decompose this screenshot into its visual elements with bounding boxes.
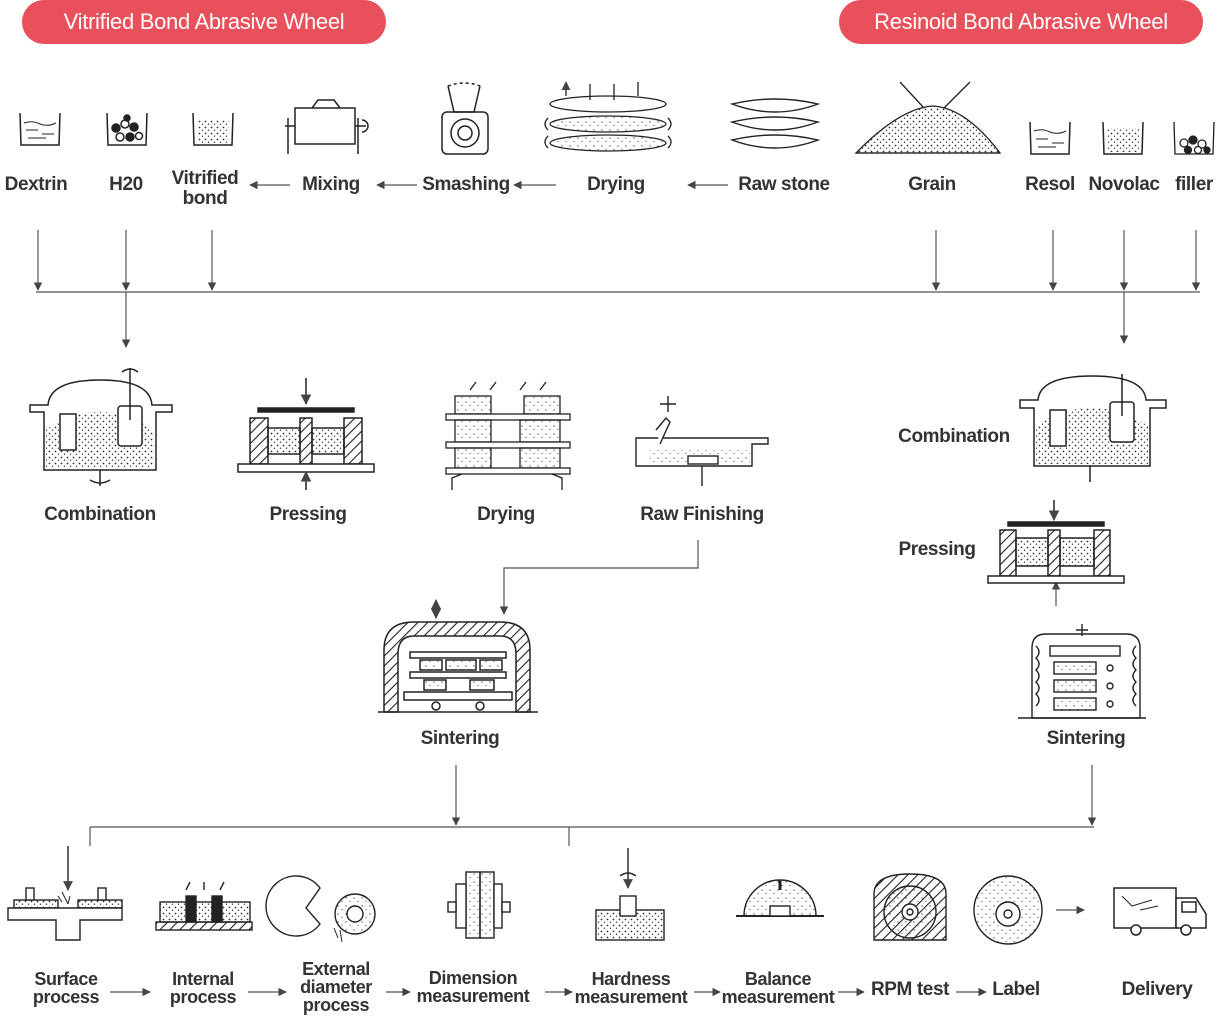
balance-line-2: measurement [721, 987, 835, 1007]
delivery-truck-icon [1113, 887, 1207, 936]
external-diameter-process-label: External diameter process [284, 960, 388, 1014]
resol-label: Resol [1025, 174, 1075, 195]
filler-beaker-icon [1173, 121, 1215, 155]
dimension-measurement-icon [447, 871, 511, 939]
rpm-test-icon [873, 873, 947, 941]
hardness-line-1: Hardness [591, 969, 671, 989]
mixing-label: Mixing [302, 174, 360, 195]
internal-process-line-1: Internal [172, 969, 234, 989]
resinoid-pressing-label: Pressing [898, 539, 976, 560]
surface-process-line-2: process [32, 987, 100, 1007]
smasher-icon [441, 82, 489, 155]
surface-process-icon [7, 846, 123, 941]
internal-process-label: Internal process [150, 970, 256, 1006]
drying-top-label: Drying [587, 174, 645, 195]
pressing-mold-icon [237, 378, 375, 490]
filler-label: filler [1175, 174, 1213, 195]
vitrified-header-badge: Vitrified Bond Abrasive Wheel [22, 0, 386, 44]
external-diameter-process-icon [265, 875, 376, 943]
balance-line-1: Balance [744, 969, 812, 989]
novolac-label: Novolac [1088, 174, 1160, 195]
balance-measurement-icon [736, 879, 824, 917]
resinoid-header-badge: Resinoid Bond Abrasive Wheel [839, 0, 1203, 44]
grain-pile-icon [854, 81, 1002, 154]
resinoid-combination-mixer-icon [1019, 374, 1167, 482]
connector-lines [33, 180, 1201, 997]
combination-mixer-icon [29, 368, 173, 486]
h20-beaker-icon [106, 112, 148, 146]
vitrified-bond-line-1: Vitrified [171, 168, 239, 189]
hardness-line-2: measurement [574, 987, 688, 1007]
mixer-icon [285, 99, 369, 154]
vitrified-bond-beaker-icon [192, 112, 234, 146]
dimension-line-1: Dimension [428, 968, 518, 988]
dimension-measurement-label: Dimension measurement [408, 969, 538, 1005]
raw-finishing-label: Raw Finishing [640, 504, 764, 525]
sintering-label: Sintering [420, 728, 500, 749]
h20-label: H20 [109, 174, 143, 195]
raw-finishing-tool-icon [635, 396, 769, 486]
resinoid-sintering-oven-icon [1018, 624, 1146, 719]
internal-process-line-2: process [169, 987, 237, 1007]
hardness-measurement-icon [595, 848, 665, 941]
drying-stack-icon [544, 82, 672, 152]
vitrified-bond-label: Vitrified bond [160, 169, 250, 209]
vitrified-bond-line-2: bond [182, 188, 228, 209]
resinoid-combination-label: Combination [898, 426, 1010, 447]
raw-stone-label: Raw stone [738, 174, 830, 195]
internal-process-icon [155, 881, 253, 931]
delivery-label: Delivery [1121, 979, 1193, 1000]
dextrin-label: Dextrin [4, 174, 68, 195]
resol-beaker-icon [1029, 121, 1071, 155]
external-line-2: diameter [300, 977, 372, 997]
grain-label: Grain [908, 174, 956, 195]
raw-stone-icon [729, 98, 821, 149]
pressing-label: Pressing [269, 504, 347, 525]
rpm-test-label: RPM test [870, 979, 950, 1000]
balance-measurement-label: Balance measurement [716, 970, 840, 1006]
dextrin-beaker-icon [19, 112, 61, 146]
surface-process-line-1: Surface [34, 969, 98, 989]
novolac-beaker-icon [1102, 121, 1144, 155]
drying-process-label: Drying [477, 504, 535, 525]
dimension-line-2: measurement [416, 986, 530, 1006]
external-line-1: External [302, 959, 370, 979]
combination-label: Combination [44, 504, 156, 525]
resinoid-pressing-mold-icon [987, 500, 1125, 584]
smashing-label: Smashing [422, 174, 510, 195]
sintering-furnace-icon [378, 598, 538, 713]
label-wheel-icon [973, 875, 1043, 945]
hardness-measurement-label: Hardness measurement [566, 970, 696, 1006]
external-line-3: process [302, 995, 370, 1015]
surface-process-label: Surface process [14, 970, 118, 1006]
resinoid-sintering-label: Sintering [1046, 728, 1126, 749]
drying-kiln-icon [445, 381, 571, 490]
label-step-label: Label [992, 979, 1040, 1000]
